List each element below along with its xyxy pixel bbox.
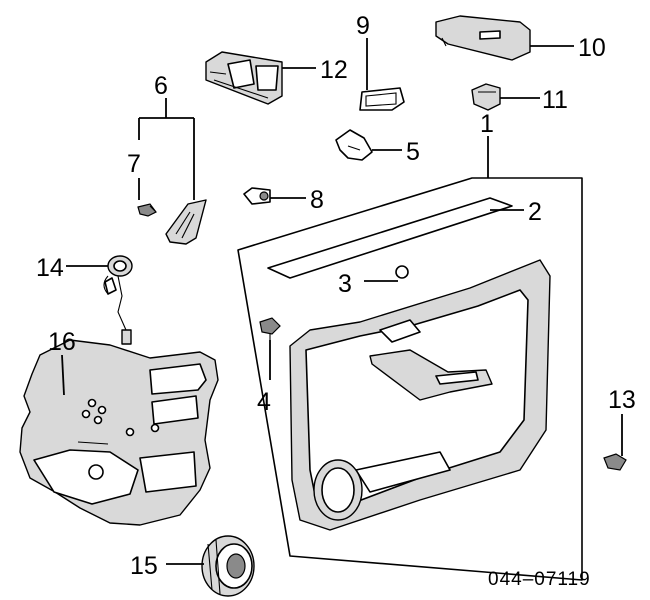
upper-trim-panel-part [435,15,531,61]
speaker-part [201,535,255,597]
callout-10: 10 [578,34,606,62]
callout-4: 4 [257,388,271,416]
callout-3: 3 [338,270,352,298]
callout-7: 7 [127,150,141,178]
callout-15: 15 [130,552,158,580]
service-hole-cover-part [19,339,219,526]
leader-16 [61,354,65,396]
callout-2: 2 [528,198,542,226]
tweeter-cover-part [165,199,207,245]
callout-11: 11 [542,86,568,114]
clip-13-part [603,453,627,471]
courtesy-lamp-part [243,187,271,205]
callout-9: 9 [356,12,370,40]
lock-switch-part [471,83,501,111]
handle-bezel-part [335,129,373,161]
callout-12: 12 [320,56,348,84]
callout-1: 1 [480,110,494,138]
door-trim-assembly-part [237,177,583,581]
callout-13: 13 [608,386,636,414]
callout-8: 8 [310,186,324,214]
power-window-switch-part [205,51,283,105]
clip-part [137,203,157,217]
pull-pocket-part [359,87,405,111]
callout-5: 5 [406,138,420,166]
drawing-code: 044–07119 [488,569,591,590]
screw-part [259,317,281,360]
clip-3-part [395,265,409,279]
callout-6: 6 [154,72,168,100]
callout-16: 16 [48,328,76,356]
callout-14: 14 [36,254,64,282]
wire-harness-part [103,255,133,345]
